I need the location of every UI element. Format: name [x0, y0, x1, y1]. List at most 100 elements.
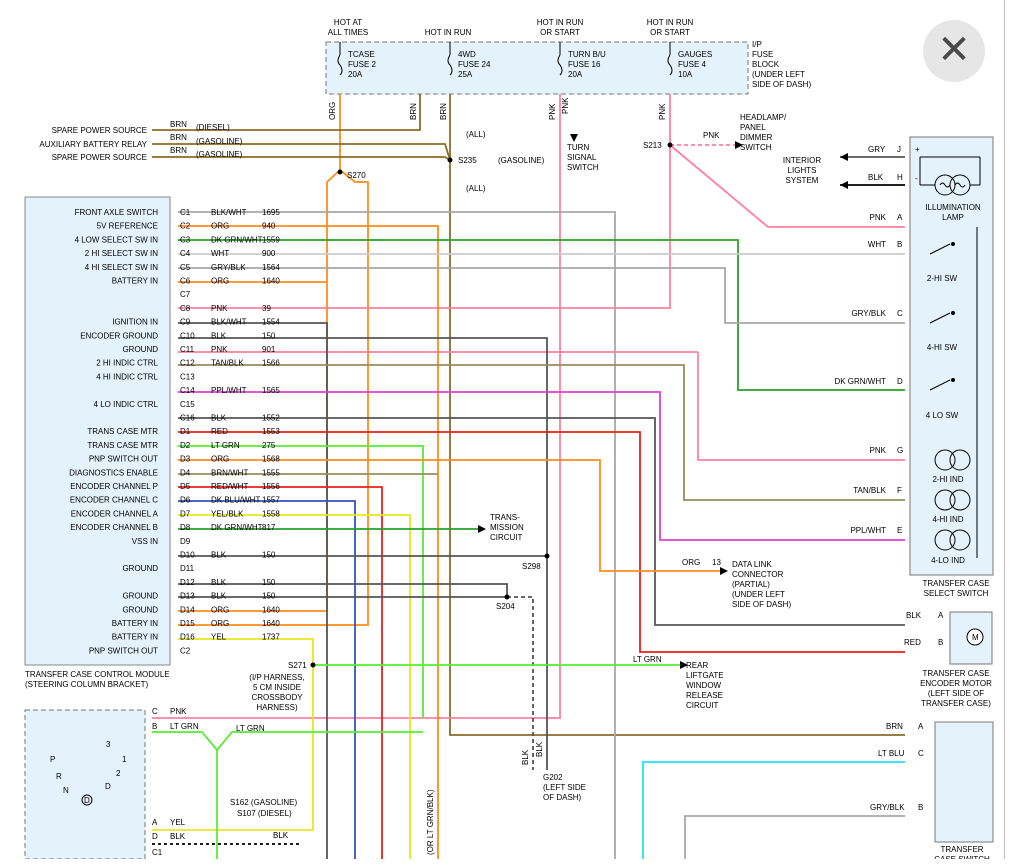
- wire-yel-d16: [152, 638, 314, 831]
- svg-text:N: N: [63, 786, 69, 795]
- module-pin-wire: LT GRN: [211, 441, 240, 450]
- module-pin-circ: 1565: [262, 386, 280, 395]
- interior-gry: GRY: [868, 145, 886, 154]
- module-pin-wire: PNK: [211, 304, 228, 313]
- module-pin-pin: C6: [180, 277, 191, 286]
- splice-s235-dot: [447, 157, 453, 163]
- motor-icon: [966, 628, 984, 646]
- select-row-pin: A: [897, 213, 903, 222]
- svg-text:D: D: [105, 782, 111, 791]
- wire-brn-c: [152, 143, 451, 161]
- module-pin-fn: 4 LO INDIC CTRL: [94, 400, 159, 409]
- module-pin-circ: 1559: [262, 235, 280, 244]
- module-pin-fn: VSS IN: [132, 537, 158, 546]
- wire-ppl-c14: [178, 391, 905, 541]
- close-button[interactable]: ✕: [923, 20, 985, 82]
- module-pin-fn: 4 HI INDIC CTRL: [96, 372, 158, 381]
- encoder-motor-box: [949, 611, 993, 665]
- ind-label-4hi: 4-HI IND: [932, 515, 963, 524]
- module-pin-wire: RED/WHT: [211, 482, 248, 491]
- select-row-pin: G: [897, 446, 903, 455]
- left-output-3-label: SPARE POWER SOURCE: [52, 153, 147, 162]
- module-pin-fn: GROUND: [122, 592, 158, 601]
- module-pin-circ: 275: [262, 441, 276, 450]
- module-pin-wire: ORG: [211, 277, 229, 286]
- select-row-wire: PNK: [870, 213, 887, 222]
- module-pin-fn: 4 HI SELECT SW IN: [85, 263, 158, 272]
- module-pin-wire: YEL: [211, 633, 227, 642]
- tc-pin-a: A: [918, 722, 924, 731]
- pnp-pin: C: [152, 707, 158, 716]
- module-pin-wire: PPL/WHT: [211, 386, 247, 395]
- select-row-pin: E: [897, 526, 902, 535]
- wire-dkgrn-c3: [178, 239, 905, 391]
- module-pin-fn: 2 HI SELECT SW IN: [85, 249, 158, 258]
- module-pin-pin: D15: [180, 619, 195, 628]
- illum-plus: +: [915, 145, 920, 154]
- module-pin-fn: ENCODER CHANNEL B: [70, 523, 158, 532]
- left-output-2-label: AUXILIARY BATTERY RELAY: [39, 140, 147, 149]
- wire-label-pnk1: PNK: [548, 103, 557, 120]
- splice-s270: S270: [347, 171, 366, 180]
- splice-s204: S204: [496, 602, 515, 611]
- svg-text:1: 1: [122, 755, 127, 764]
- splice-s271: S271: [288, 661, 307, 670]
- module-pin-circ: 817: [262, 523, 276, 532]
- dlc-pin: 13: [712, 558, 721, 567]
- fuse-2-num: FUSE 24: [458, 60, 491, 69]
- tc-pin-b: B: [918, 803, 923, 812]
- module-pin-pin: D5: [180, 482, 191, 491]
- module-pin-wire: ORG: [211, 455, 229, 464]
- module-pin-circ: 1555: [262, 468, 280, 477]
- close-icon[interactable]: ✕: [937, 27, 971, 73]
- fuse-1-num: FUSE 2: [348, 60, 377, 69]
- module-pin-circ: 1564: [262, 263, 280, 272]
- module-pin-pin: D16: [180, 633, 195, 642]
- wire-tan-c13: [178, 364, 905, 501]
- select-row-wire: GRY/BLK: [851, 309, 886, 318]
- module-pin-pin: C7: [180, 290, 191, 299]
- left-output-2-wire: BRN: [170, 133, 187, 142]
- motor-m: M: [972, 633, 979, 642]
- fuse-3: TURN B/U FUSE 16 20A: [568, 50, 606, 79]
- wire-pnk-turn: [152, 94, 561, 719]
- module-pin-pin: C2: [180, 222, 191, 231]
- left-output-3-note: (GASOLINE): [196, 150, 243, 159]
- illum-lamp-icon: [919, 156, 981, 196]
- module-pin-wire: WHT: [211, 249, 229, 258]
- module-pin-pin: C15: [180, 400, 195, 409]
- module-pin-circ: 150: [262, 578, 276, 587]
- splice-s298-dot: [544, 553, 550, 559]
- module-pin-pin: D4: [180, 468, 191, 477]
- select-row-pin: F: [897, 486, 902, 495]
- module-pin-pin: C4: [180, 249, 191, 258]
- wire-brn-a: [152, 94, 421, 131]
- module-pin-fn: ENCODER CHANNEL P: [70, 482, 158, 491]
- interior-arrow-blk: [840, 181, 848, 189]
- module-pin-wire: TAN/BLK: [211, 359, 244, 368]
- module-pin-pin: D9: [180, 537, 191, 546]
- module-pin-circ: 1556: [262, 482, 280, 491]
- module-pin-circ: 1737: [262, 633, 280, 642]
- pnp-blk2: BLK: [273, 831, 289, 840]
- wire-label-pnk2: PNK: [561, 97, 570, 114]
- ind-label-2hi: 2-HI IND: [932, 475, 963, 484]
- wire-pnk-g: [697, 352, 905, 461]
- splice-s204-dot: [504, 594, 510, 600]
- wire-pnk-s213: [178, 94, 671, 309]
- module-pin-circ: 1695: [262, 208, 280, 217]
- select-row-pin: D: [897, 377, 903, 386]
- fuse-1-name: TCASE: [348, 50, 375, 59]
- module-pin-fn: BATTERY IN: [112, 633, 158, 642]
- module-pin-circ: 900: [262, 249, 276, 258]
